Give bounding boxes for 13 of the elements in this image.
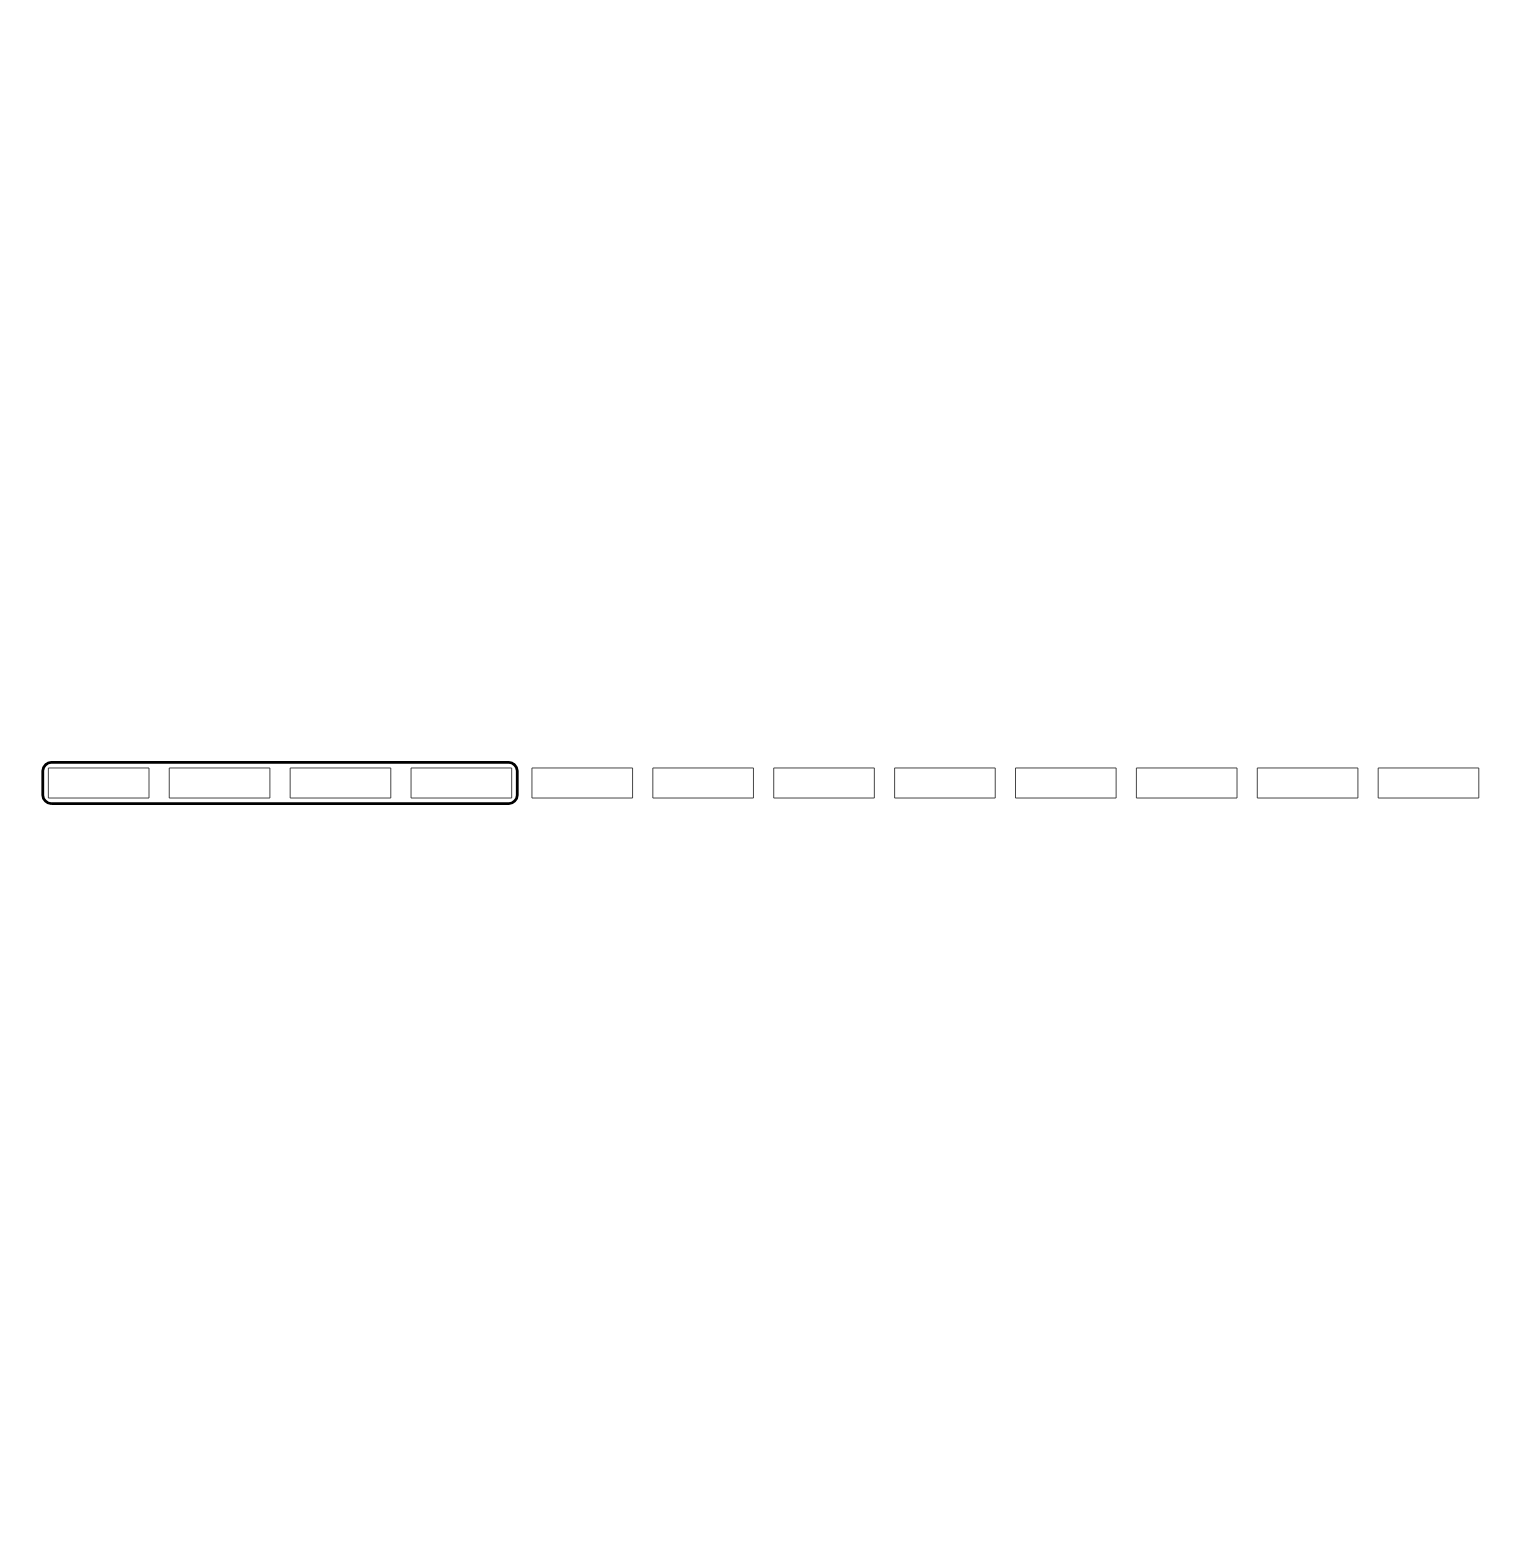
- node-box: [1136, 767, 1238, 799]
- node-box: [894, 767, 996, 799]
- node-box: [1256, 767, 1359, 799]
- node-box: [168, 767, 271, 799]
- cluster: [41, 761, 519, 805]
- node-box: [1377, 767, 1480, 799]
- node-box: [531, 767, 633, 799]
- node-box: [652, 767, 754, 799]
- node-box: [773, 767, 875, 799]
- node-box: [1015, 767, 1117, 799]
- node-box: [410, 767, 513, 799]
- node-box: [47, 767, 150, 799]
- node-box: [289, 767, 392, 799]
